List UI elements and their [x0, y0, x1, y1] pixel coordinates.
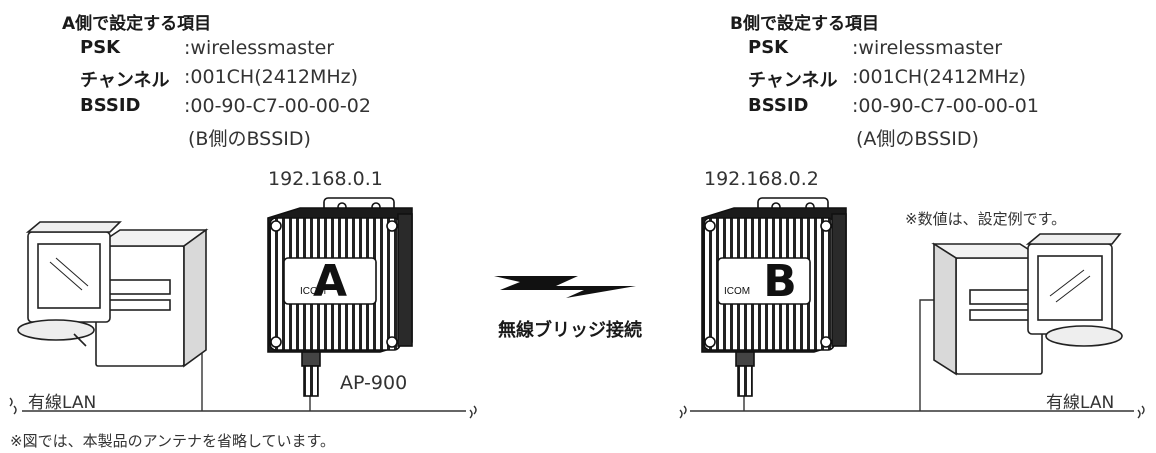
wireless-link-icon [494, 276, 636, 298]
right-ip-address: 192.168.0.2 [704, 168, 819, 190]
left-channel-value: :001CH(2412MHz) [184, 66, 359, 88]
access-point-a [267, 197, 413, 397]
left-bssid-value: :00-90-C7-00-00-02 [184, 95, 371, 117]
device-a-brand: ICOM [300, 286, 326, 297]
left-lan-label: 有線LAN [28, 393, 97, 413]
bridge-label: 無線ブリッジ接続 [498, 320, 642, 341]
left-computer-icon [17, 221, 209, 368]
right-heading: B側で設定する項目 [730, 14, 879, 34]
device-b-brand: ICOM [724, 286, 750, 297]
left-heading: A側で設定する項目 [62, 14, 212, 34]
device-a-letter: A [313, 256, 347, 307]
model-label: AP-900 [340, 372, 408, 394]
left-psk-value: :wirelessmaster [184, 37, 335, 59]
left-psk-key: PSK [80, 37, 121, 58]
access-point-b [701, 197, 847, 397]
right-channel-key: チャンネル [748, 70, 838, 91]
right-bssid-value: :00-90-C7-00-00-01 [852, 95, 1039, 117]
right-bssid-key: BSSID [748, 95, 809, 116]
right-psk-value: :wirelessmaster [852, 37, 1003, 59]
left-bssid-key: BSSID [80, 95, 141, 116]
left-channel-key: チャンネル [80, 70, 170, 91]
footnote: ※図では、本製品のアンテナを省略しています。 [10, 432, 336, 450]
right-lan-line [679, 299, 1145, 419]
device-b-letter: B [763, 256, 797, 307]
left-bssid-note: (B側のBSSID) [188, 128, 311, 150]
right-bssid-note: (A側のBSSID) [856, 128, 979, 150]
right-channel-value: :001CH(2412MHz) [852, 66, 1027, 88]
right-lan-label: 有線LAN [1046, 393, 1115, 413]
left-ip-address: 192.168.0.1 [268, 168, 383, 190]
right-computer-icon [931, 233, 1123, 376]
right-psk-key: PSK [748, 37, 789, 58]
example-note: ※数値は、設定例です。 [905, 210, 1067, 228]
